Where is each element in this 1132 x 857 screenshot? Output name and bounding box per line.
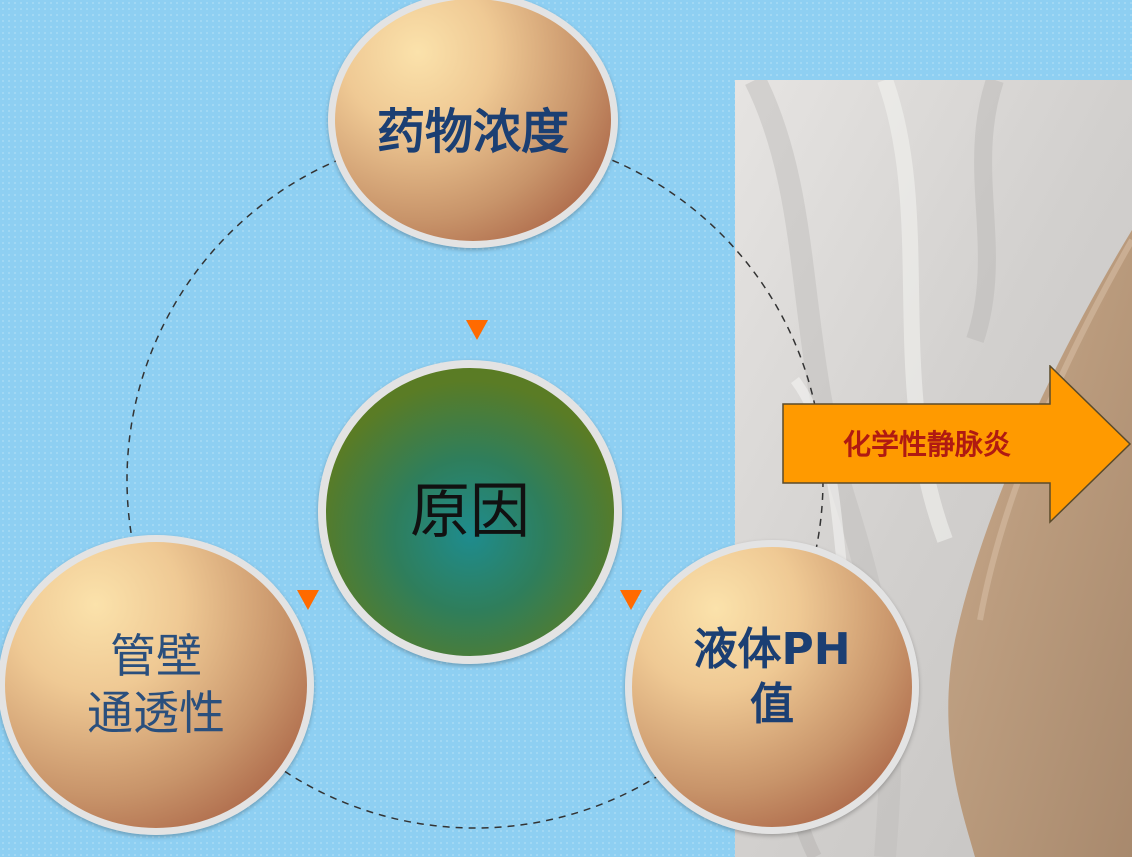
- node-vessel-permeability-line1: 管壁: [110, 628, 202, 683]
- node-vessel-permeability: 管壁 通透性: [0, 535, 314, 835]
- result-arrow-label: 化学性静脉炎: [842, 428, 1011, 461]
- result-arrow-icon: [782, 365, 1132, 524]
- node-cause: 原因: [318, 360, 622, 664]
- node-cause-label: 原因: [410, 476, 530, 547]
- pointer-left: [297, 590, 319, 610]
- node-drug-concentration-label: 药物浓度: [376, 104, 569, 160]
- node-fluid-ph-line1: 液体PH: [693, 624, 851, 675]
- node-fluid-ph: 液体PH 值: [625, 540, 919, 834]
- node-vessel-permeability-line2: 通透性: [87, 686, 225, 740]
- pointer-right: [620, 590, 642, 610]
- node-fluid-ph-line2: 值: [749, 679, 794, 730]
- node-drug-concentration: 药物浓度: [328, 0, 618, 248]
- pointer-top: [466, 320, 488, 340]
